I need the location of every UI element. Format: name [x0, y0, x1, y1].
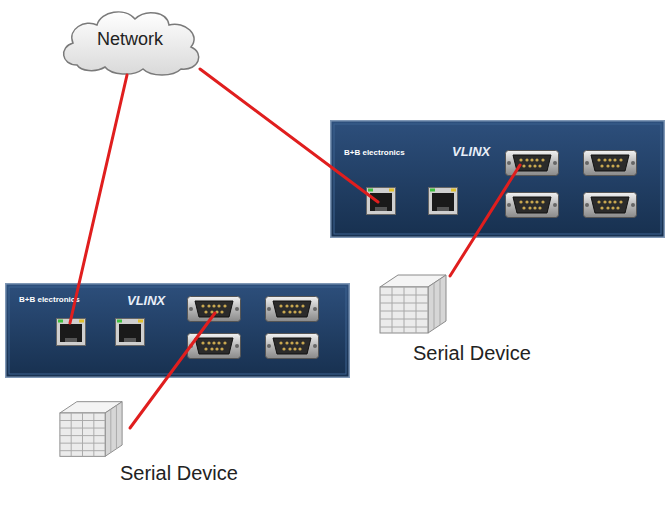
network-cable — [130, 313, 215, 428]
ethernet-port — [116, 319, 145, 346]
serial-port — [506, 193, 559, 218]
device-server: B+B electronics VLINX — [5, 283, 350, 378]
ethernet-port — [367, 188, 396, 215]
network-cable — [70, 75, 127, 323]
serial-port — [188, 297, 241, 322]
node-label: Network — [55, 29, 205, 50]
network-cloud: Network — [55, 5, 205, 77]
product-logo: VLINX — [127, 293, 165, 308]
serial-port — [266, 334, 319, 359]
network-cable — [450, 165, 520, 276]
serial-port — [506, 151, 559, 176]
node-label: Serial Device — [413, 342, 531, 365]
node-label: Serial Device — [120, 462, 238, 485]
serial-port — [584, 193, 637, 218]
serial-device-icon — [380, 275, 446, 333]
brand-logo: B+B electronics — [19, 295, 80, 304]
panel-shape — [330, 120, 665, 238]
ethernet-port — [57, 319, 86, 346]
product-logo: VLINX — [452, 144, 490, 159]
device-shape — [50, 398, 280, 503]
serial-port — [188, 334, 241, 359]
brand-logo: B+B electronics — [344, 148, 405, 157]
ethernet-port — [429, 188, 458, 215]
network-cable — [200, 69, 378, 202]
serial-device: Serial Device — [50, 398, 280, 503]
serial-device: Serial Device — [370, 268, 590, 368]
serial-port — [584, 151, 637, 176]
serial-port — [266, 297, 319, 322]
serial-device-icon — [60, 402, 122, 457]
device-server: B+B electronics VLINX — [330, 120, 665, 238]
